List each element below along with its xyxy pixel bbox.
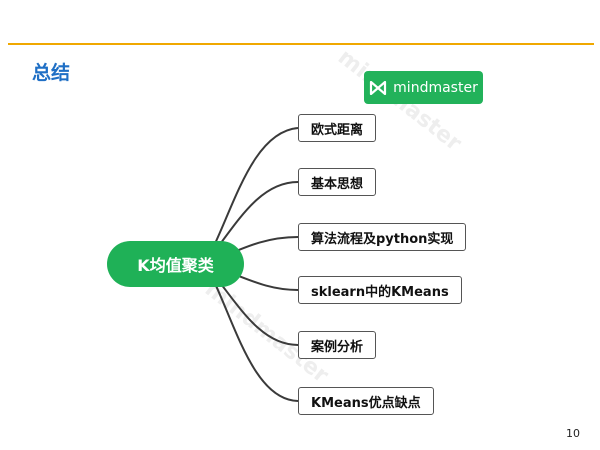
branch-topic-basic-idea[interactable]: 基本思想 xyxy=(298,168,377,196)
title-underline xyxy=(8,43,594,45)
root-topic[interactable]: K均值聚类 xyxy=(107,241,244,287)
branch-topic-algorithm-python[interactable]: 算法流程及python实现 xyxy=(298,223,467,251)
branch-topic-pros-cons[interactable]: KMeans优点缺点 xyxy=(298,387,434,415)
branch-topic-euclidean-distance[interactable]: 欧式距离 xyxy=(298,114,377,142)
branch-topic-sklearn-kmeans[interactable]: sklearn中的KMeans xyxy=(298,276,462,304)
slide-title: 总结 xyxy=(32,62,71,84)
mindmaster-badge[interactable]: mindmaster xyxy=(364,71,483,104)
brand-name: mindmaster xyxy=(393,79,478,96)
branch-topic-case-study[interactable]: 案例分析 xyxy=(298,331,377,359)
mindmaster-logo-icon xyxy=(370,80,387,95)
page-number: 10 xyxy=(566,427,580,440)
